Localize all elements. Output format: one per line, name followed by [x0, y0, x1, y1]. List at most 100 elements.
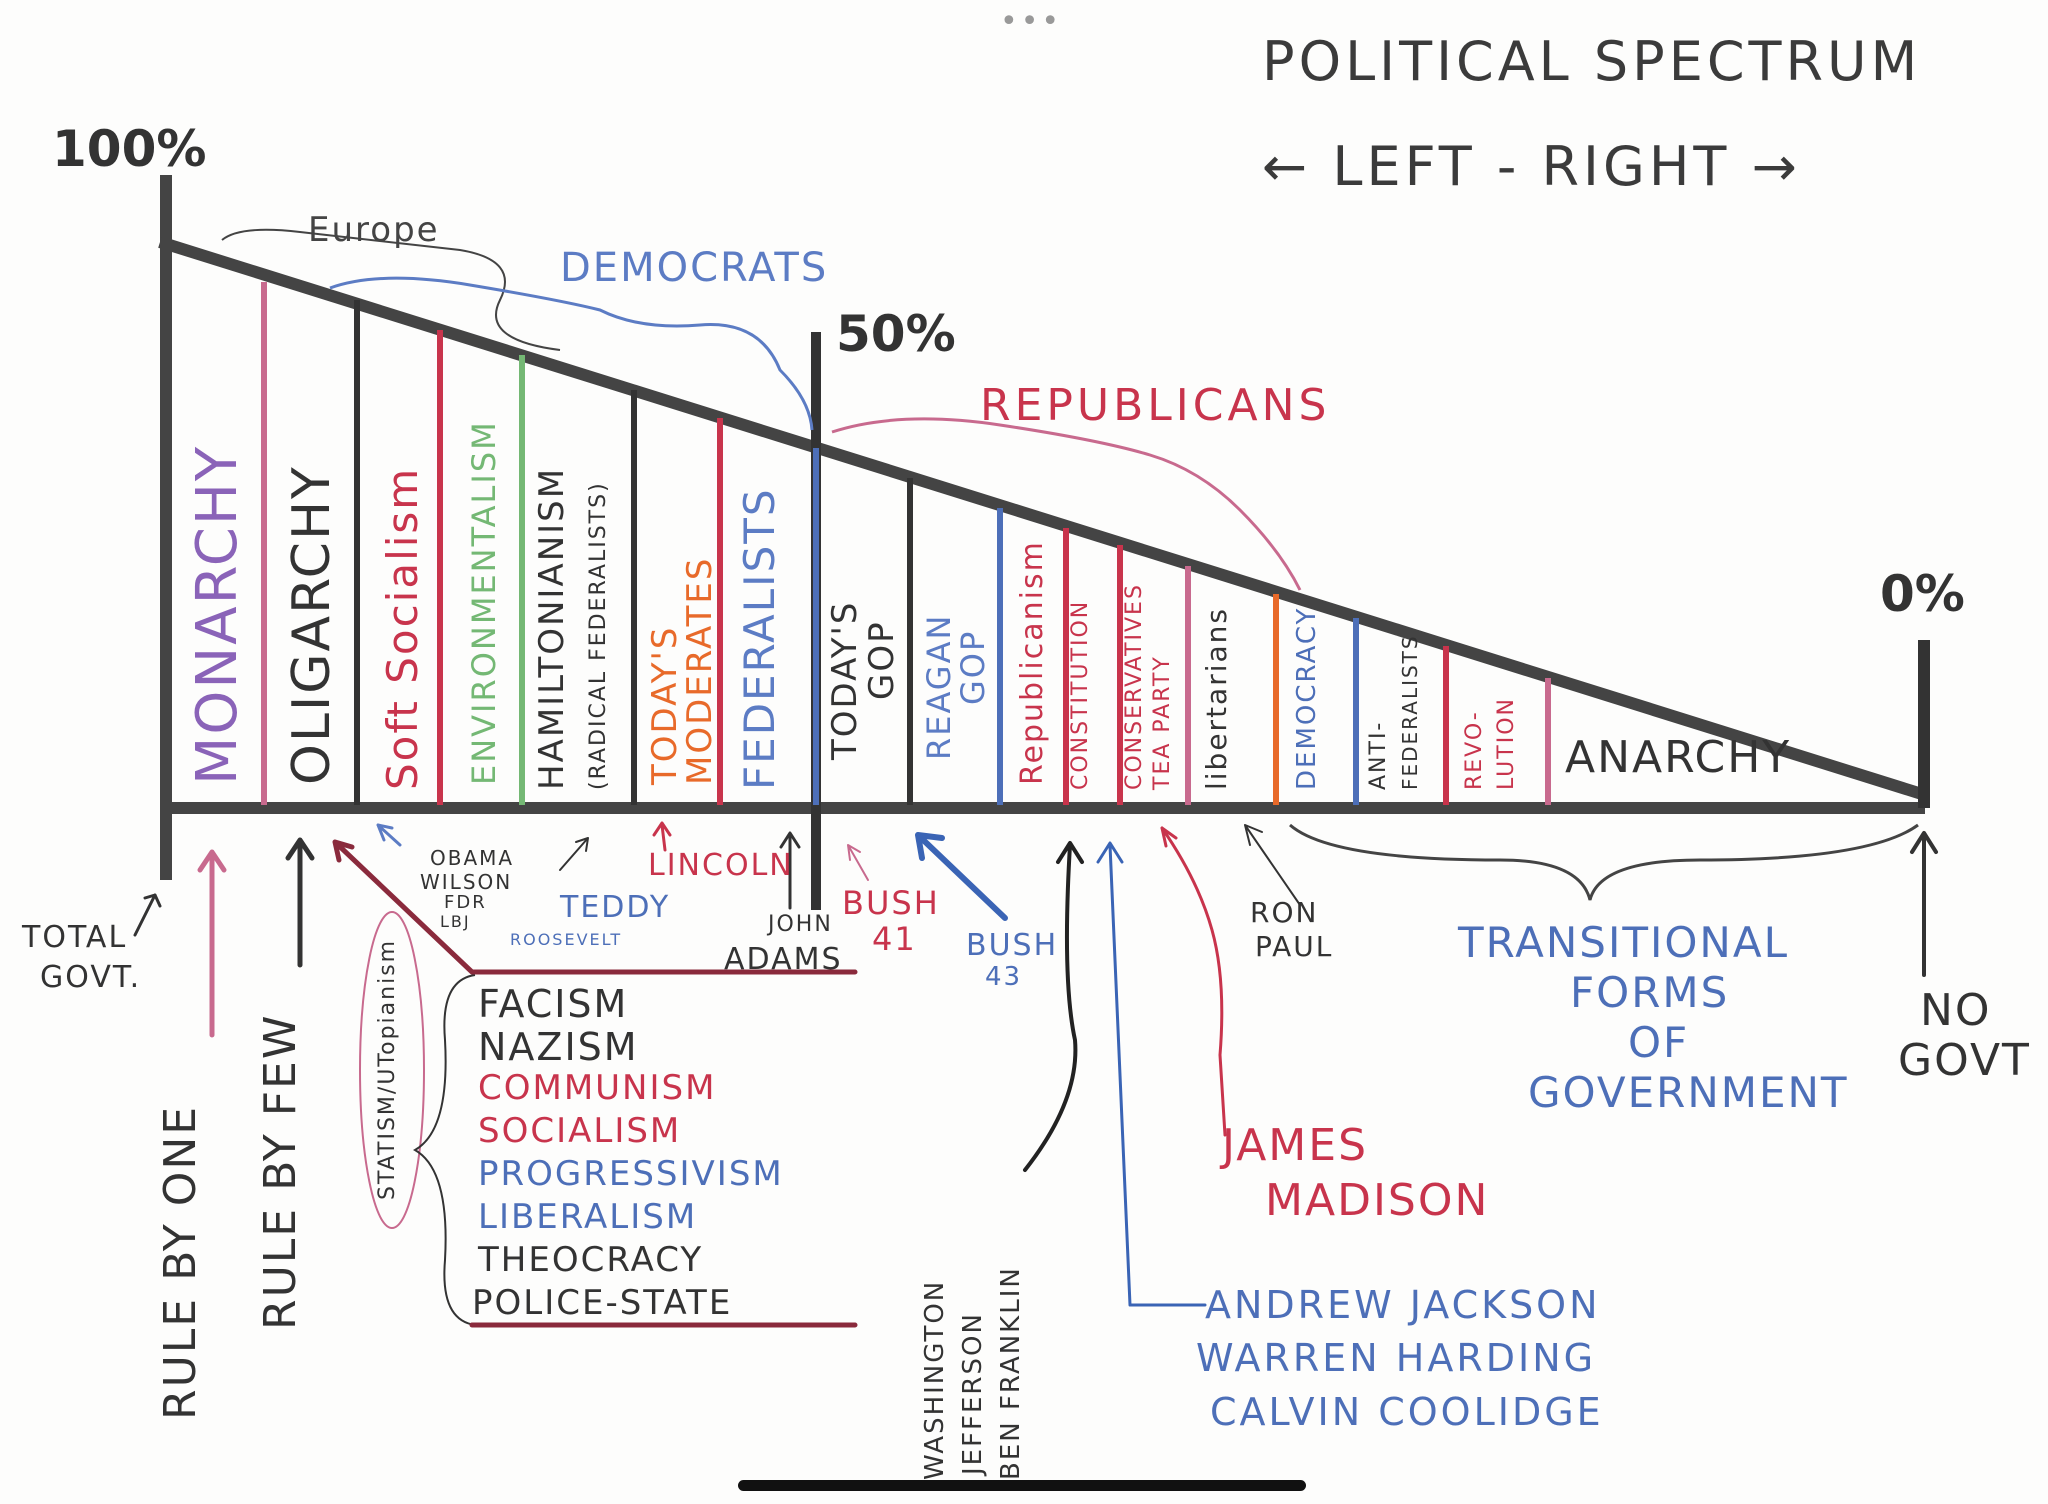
total-govt-arrow	[133, 893, 162, 937]
bush43-arrow	[915, 832, 1008, 921]
obama-arrow	[376, 823, 402, 847]
bush41-label-1: BUSH	[842, 884, 940, 922]
bush41-label-2: 41	[872, 920, 917, 958]
transitional-label-1: TRANSITIONAL	[1458, 918, 1789, 967]
no-govt-arrow	[1910, 831, 1938, 977]
ideology-brace	[412, 974, 476, 1326]
james-label: JAMES	[1222, 1120, 1368, 1171]
column-label-17: libertarians	[1200, 607, 1233, 790]
ron-label: RON	[1250, 896, 1319, 929]
ron-paul-arrow	[1244, 824, 1301, 906]
diagram-title: POLITICAL SPECTRUM	[1262, 30, 1922, 93]
column-label-10: GOP	[862, 620, 902, 700]
column-label-6: TODAY'S	[645, 625, 685, 785]
bush41-arrow	[847, 844, 869, 881]
no-govt-label-1: NO	[1920, 985, 1992, 1036]
rule-by-few-label: RULE BY FEW	[255, 1013, 306, 1330]
ideology-item-1: NAZISM	[478, 1025, 639, 1069]
column-label-13: Republicanism	[1015, 540, 1050, 785]
ideology-item-6: THEOCRACY	[478, 1240, 704, 1280]
transitional-label-2: FORMS	[1570, 968, 1730, 1017]
ideology-arrow	[332, 839, 858, 1328]
teddy-label: TEDDY	[560, 890, 671, 925]
republicans-bracket	[831, 417, 1302, 591]
column-label-4: HAMILTONIANISM	[532, 466, 572, 790]
fdr-label: FDR	[444, 892, 487, 913]
europe-label: Europe	[308, 210, 440, 250]
paul-label: PAUL	[1255, 930, 1334, 963]
ideology-item-2: COMMUNISM	[478, 1068, 717, 1108]
total-govt-label-1: TOTAL	[22, 920, 128, 955]
column-label-0: MONARCHY	[185, 444, 250, 785]
harding-label: WARREN HARDING	[1196, 1336, 1597, 1380]
transitional-bracket	[1289, 823, 1919, 901]
rule-by-few-arrow	[285, 837, 315, 968]
bush43-label-1: BUSH	[966, 928, 1059, 963]
democrats-bracket	[329, 276, 814, 431]
ideology-item-4: PROGRESSIVISM	[478, 1154, 784, 1194]
slope-line	[158, 236, 1927, 801]
no-govt-label-2: GOVT	[1898, 1035, 2031, 1086]
column-dividers	[261, 282, 1551, 805]
column-label-16: TEA PARTY	[1150, 655, 1175, 790]
founders-arrow	[1023, 841, 1084, 1172]
home-indicator[interactable]	[738, 1480, 1306, 1491]
founder-washington: WASHINGTON	[920, 1279, 950, 1480]
ideology-item-5: LIBERALISM	[478, 1197, 698, 1237]
total-govt-label-2: GOVT.	[40, 960, 142, 995]
jackson-arrow	[1096, 841, 1207, 1307]
ideology-item-3: SOCIALISM	[478, 1111, 682, 1151]
lbj-label: LBJ	[440, 912, 471, 931]
ideology-item-7: POLICE-STATE	[472, 1283, 733, 1323]
republicans-label: REPUBLICANS	[980, 380, 1331, 431]
column-label-14: CONSTITUTION	[1068, 599, 1093, 790]
pct-50-label: 50%	[836, 305, 956, 363]
john-label: JOHN	[768, 912, 833, 937]
column-label-21: REVO-	[1462, 710, 1487, 790]
ideology-item-0: FACISM	[478, 982, 629, 1026]
transitional-label-3: OF	[1628, 1018, 1690, 1067]
column-label-1: OLIGARCHY	[282, 465, 342, 785]
statism-label: STATISM/UTopianism	[375, 938, 400, 1200]
wilson-label: WILSON	[420, 870, 513, 894]
pct-100-label: 100%	[52, 120, 207, 178]
coolidge-label: CALVIN COOLIDGE	[1210, 1390, 1604, 1434]
bush43-label-2: 43	[985, 962, 1023, 992]
lincoln-arrow	[652, 821, 672, 852]
lincoln-label: LINCOLN	[648, 848, 794, 883]
column-label-7: MODERATES	[680, 556, 720, 785]
column-label-3: ENVIRONMENTALISM	[465, 420, 503, 785]
statism-loop	[359, 911, 425, 1229]
transitional-label-4: GOVERNMENT	[1528, 1068, 1849, 1117]
pct-0-label: 0%	[1880, 565, 1965, 623]
diagram-subtitle: ← LEFT - RIGHT →	[1262, 135, 1801, 198]
column-label-23: ANARCHY	[1565, 732, 1792, 783]
adams-label: ADAMS	[724, 942, 843, 977]
teddy-arrow	[559, 837, 589, 871]
founder-franklin: BEN FRANKLIN	[996, 1266, 1026, 1480]
madison-label: MADISON	[1265, 1175, 1490, 1226]
column-label-15: CONSERVATIVES	[1122, 583, 1147, 790]
column-label-11: REAGAN	[920, 613, 958, 760]
obama-label: OBAMA	[430, 846, 515, 870]
column-label-8: FEDERALISTS	[735, 487, 784, 790]
rule-by-one-label: RULE BY ONE	[155, 1104, 206, 1420]
column-label-9: TODAY'S	[825, 600, 865, 760]
menu-dots-icon[interactable]: •••	[1000, 4, 1063, 39]
democrats-label: DEMOCRATS	[560, 245, 829, 291]
column-label-20: FEDERALISTS	[1398, 634, 1422, 790]
jackson-label: ANDREW JACKSON	[1205, 1283, 1601, 1327]
column-label-22: LUTION	[1494, 697, 1519, 790]
john-adams-arrow	[779, 831, 801, 910]
roosevelt-label: ROOSEVELT	[510, 930, 623, 949]
rule-by-one-arrow	[197, 849, 227, 1038]
column-label-18: DEMOCRACY	[1292, 606, 1322, 790]
column-label-2: Soft Socialism	[378, 466, 427, 790]
europe-bracket	[221, 228, 561, 351]
column-label-5: (RADICAL FEDERALISTS)	[586, 481, 611, 790]
column-label-19: ANTI-	[1366, 720, 1391, 790]
founder-jefferson: JEFFERSON	[958, 1312, 988, 1475]
column-label-12: GOP	[954, 629, 992, 705]
madison-arrow	[1160, 826, 1227, 1137]
